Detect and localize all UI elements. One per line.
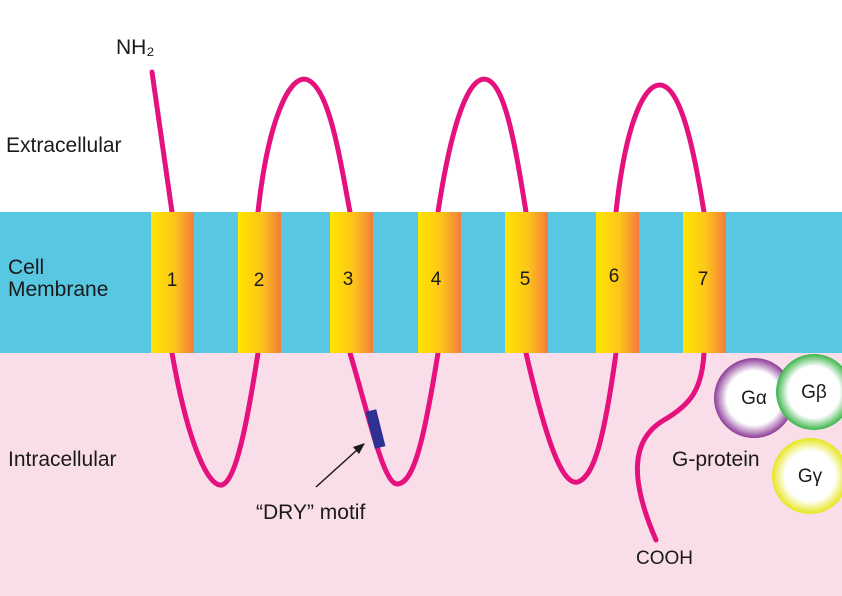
helix-label-5: 5	[520, 269, 531, 290]
helix-label-3: 3	[343, 269, 354, 290]
g-alpha-label: Gα	[741, 388, 767, 409]
g-beta-label: Gβ	[801, 382, 827, 403]
g-protein-complex: Gα Gβ Gγ	[714, 354, 842, 514]
g-beta-subunit	[776, 354, 842, 430]
g-protein-label: G-protein	[672, 448, 760, 471]
extracellular-region	[0, 0, 842, 212]
intracellular-region	[0, 353, 842, 596]
dry-motif-arrowhead	[353, 443, 365, 454]
intracellular-label: Intracellular	[8, 448, 117, 471]
helix-label-4: 4	[431, 269, 442, 290]
membrane-label-line1: Cell	[8, 256, 44, 279]
membrane-label-line2: Membrane	[8, 278, 108, 301]
helix-4	[418, 212, 461, 353]
helix-7	[683, 212, 726, 353]
helix-group: 1 2 3 4 5 6 7	[151, 212, 726, 353]
helix-label-6: 6	[609, 266, 620, 287]
helix-6	[596, 212, 639, 353]
helix-label-2: 2	[254, 270, 265, 291]
g-gamma-label: Gγ	[798, 466, 823, 487]
g-alpha-subunit	[714, 358, 794, 438]
n-terminus-label: NH₂	[116, 36, 154, 59]
g-gamma-subunit	[772, 438, 842, 514]
helix-1	[151, 212, 194, 353]
receptor-chain	[149, 69, 707, 543]
helix-label-1: 1	[167, 270, 178, 291]
helix-5	[505, 212, 548, 353]
dry-motif-arrow	[315, 449, 358, 488]
dry-motif-label: “DRY” motif	[256, 501, 365, 524]
c-terminus-label: COOH	[636, 548, 693, 569]
extracellular-label: Extracellular	[6, 134, 122, 157]
helix-label-7: 7	[698, 269, 709, 290]
helix-3	[330, 212, 373, 353]
dry-motif-marker	[365, 409, 386, 449]
helix-2	[238, 212, 281, 353]
